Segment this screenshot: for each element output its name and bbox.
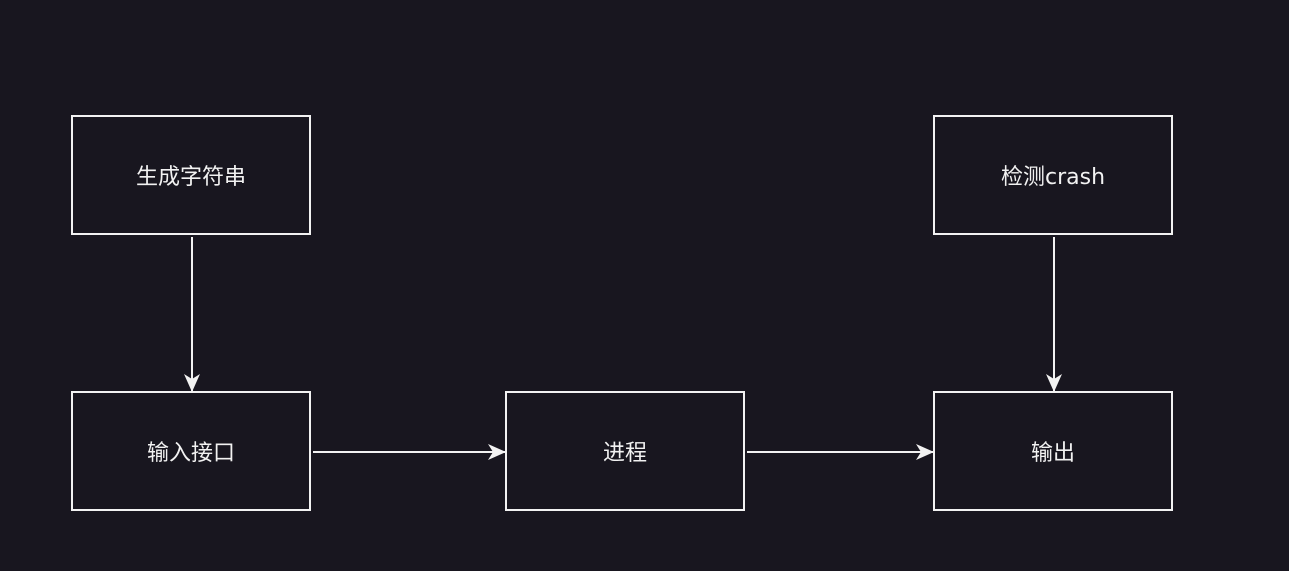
node-label: 进程 bbox=[602, 441, 647, 466]
node-label: 输出 bbox=[1030, 441, 1075, 466]
node-detect-crash[interactable]: 检测crash bbox=[933, 115, 1173, 235]
node-output[interactable]: 输出 bbox=[933, 391, 1173, 511]
node-label: 输入接口 bbox=[146, 441, 235, 466]
node-input-interface[interactable]: 输入接口 bbox=[71, 391, 311, 511]
node-process[interactable]: 进程 bbox=[505, 391, 745, 511]
node-label: 生成字符串 bbox=[135, 165, 246, 190]
node-label: 检测crash bbox=[1000, 165, 1106, 190]
node-generate-string[interactable]: 生成字符串 bbox=[71, 115, 311, 235]
